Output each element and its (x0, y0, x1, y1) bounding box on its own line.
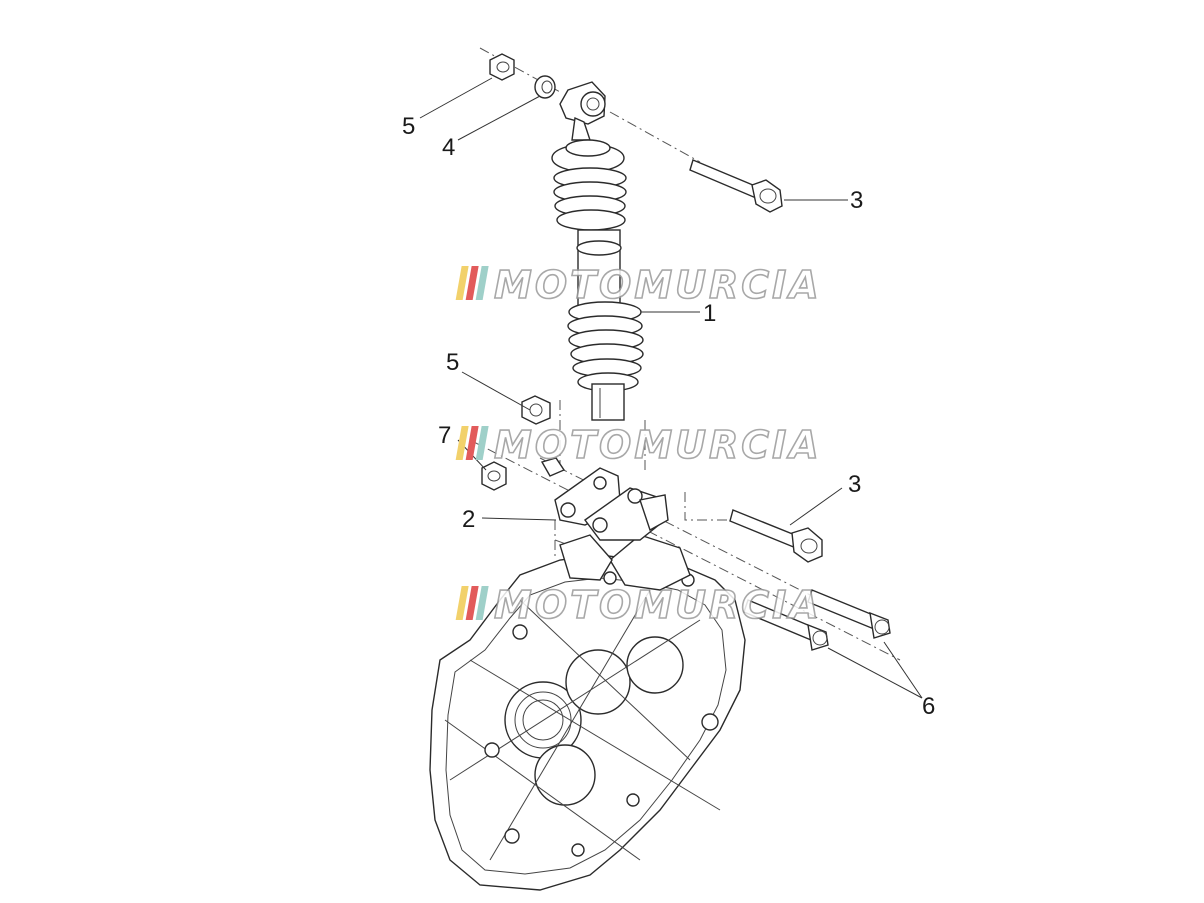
watermark-text: MOTOMURCIA (494, 423, 822, 467)
watermark-logo: MOTOMURCIA (455, 262, 822, 308)
callout-6: 6 (922, 693, 935, 720)
callout-5-mid: 5 (446, 349, 459, 376)
spacer-small (540, 457, 566, 477)
nut-top-5 (489, 53, 515, 81)
watermark-text: MOTOMURCIA (494, 263, 822, 307)
washer-4 (534, 75, 556, 99)
watermark-text: MOTOMURCIA (494, 583, 822, 627)
callout-3-top: 3 (850, 187, 863, 214)
bolt-6-a (743, 599, 829, 651)
callout-3-mid: 3 (848, 471, 861, 498)
nut-7 (481, 461, 507, 491)
assembly-axes (469, 47, 901, 661)
gearbox-casing (429, 534, 746, 891)
watermark-logo: MOTOMURCIA (455, 422, 822, 468)
nut-mid-5 (521, 395, 551, 425)
callout-7: 7 (438, 422, 451, 449)
bolt-top-3 (689, 159, 783, 213)
callout-5-top: 5 (402, 113, 415, 140)
callout-1: 1 (703, 300, 716, 327)
callout-labels: 5 4 3 1 5 7 3 2 6 (402, 113, 935, 720)
callout-2: 2 (462, 506, 475, 533)
bracket (554, 467, 669, 541)
shock-absorber (551, 81, 644, 421)
bolt-6-b (807, 589, 891, 639)
callout-4: 4 (442, 134, 455, 161)
watermark-logo: MOTOMURCIA (455, 582, 822, 628)
bolt-mid-3 (729, 509, 823, 563)
